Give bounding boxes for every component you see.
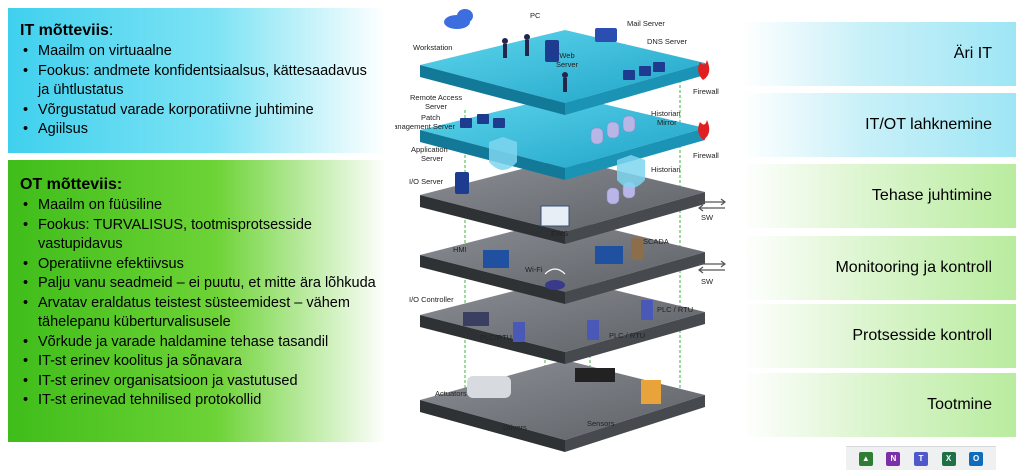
ot-bullet-list: Maailm on füüsiline Fookus: TURVALISUS, … — [20, 196, 376, 411]
industrial-machinery-icon — [467, 368, 661, 404]
cloud-icon — [444, 9, 473, 29]
label-workstation: Workstation — [413, 43, 452, 52]
label-sensors: Sensors — [587, 419, 615, 428]
level-process-control: Protsesside kontroll — [742, 304, 1016, 368]
level-monitoring-control: Monitooring ja kontroll — [742, 236, 1016, 300]
list-item: Fookus: andmete konfidentsiaalsus, kätte… — [20, 62, 376, 101]
layer-production — [420, 360, 705, 452]
list-item: IT-st erinev organisatsioon ja vastutuse… — [20, 372, 376, 392]
list-item: Võrgustatud varade korporatiivne juhtimi… — [20, 101, 376, 121]
label-actuators: Actuators — [435, 389, 467, 398]
label-wifi: Wi-Fi — [525, 265, 543, 274]
list-item: Fookus: TURVALISUS, tootmisprotsesside v… — [20, 216, 376, 255]
label-io-server: I/O Server — [409, 177, 444, 186]
app-icon-green[interactable]: ▲ — [858, 451, 873, 466]
list-item: IT-st erinevad tehnilised protokollid — [20, 391, 376, 411]
list-item: Operatiivne efektiivsus — [20, 255, 376, 275]
level-plant-management: Tehase juhtimine — [742, 164, 1016, 228]
label-sw-2: SW — [701, 277, 714, 286]
list-item: Agiilsus — [20, 120, 376, 140]
list-item: Arvatav eraldatus teistest süsteemidest … — [20, 294, 376, 333]
list-item: Võrkude ja varade haldamine tehase tasan… — [20, 333, 376, 353]
firewall-icon — [698, 60, 710, 140]
list-item: Palju vanu seadmeid – ei puutu, et mitte… — [20, 274, 376, 294]
level-it-ot-divergence: IT/OT lahknemine — [742, 93, 1016, 157]
label-mail-server: Mail Server — [627, 19, 665, 28]
label-plc-rtu-3: PLC / RTU — [657, 305, 693, 314]
label-scada: SCADA — [643, 237, 669, 246]
server-rack-icons — [455, 28, 665, 194]
it-bullet-list: Maailm on virtuaalne Fookus: andmete kon… — [20, 42, 376, 140]
layer-monitoring — [420, 218, 705, 304]
security-shield-icon — [489, 137, 645, 188]
label-sw-1: SW — [701, 213, 714, 222]
label-patch-management-server: PatchManagement Server — [395, 113, 455, 131]
ews-monitor-icon — [540, 205, 570, 227]
teams-icon[interactable]: T — [913, 451, 928, 466]
layer-process-control — [420, 278, 705, 364]
outlook-icon[interactable]: O — [969, 451, 984, 466]
ot-mindset-panel: OT mõtteviis: Maailm on füüsiline Fookus… — [8, 160, 386, 442]
label-dns-server: DNS Server — [647, 37, 688, 46]
label-historian: Historian — [651, 165, 681, 174]
label-drivers: Drivers — [503, 423, 527, 432]
plc-rtu-icons — [463, 300, 653, 342]
label-io-controller: I/O Controller — [409, 295, 454, 304]
onenote-icon[interactable]: N — [886, 451, 901, 466]
level-business-it: Äri IT — [742, 22, 1016, 86]
it-panel-title: IT mõtteviis: — [20, 22, 114, 39]
taskbar: ▲ N T X O — [846, 446, 996, 470]
wifi-router-icon — [544, 268, 566, 290]
label-hmi: HMI — [453, 245, 467, 254]
list-item: Maailm on virtuaalne — [20, 42, 376, 62]
layer-business-it — [420, 30, 705, 115]
list-item: IT-st erinev koolitus ja sõnavara — [20, 352, 376, 372]
list-item: Maailm on füüsiline — [20, 196, 376, 216]
label-firewall-1: Firewall — [693, 87, 719, 96]
architecture-diagram: Workstation PC Mail Server DNS Server We… — [395, 9, 726, 452]
excel-icon[interactable]: X — [941, 451, 956, 466]
people-icons — [502, 34, 568, 92]
label-firewall-2: Firewall — [693, 151, 719, 160]
label-plc-rtu-1: PLC/RTU — [480, 333, 512, 342]
label-plc-rtu-2: PLC / RTU — [609, 331, 645, 340]
it-mindset-panel: IT mõtteviis: Maailm on virtuaalne Fooku… — [8, 8, 386, 153]
level-production: Tootmine — [742, 373, 1016, 437]
label-ews: EWS — [551, 229, 568, 238]
hmi-scada-icons — [483, 238, 643, 268]
sw-arrows-icon — [698, 198, 726, 274]
label-pc: PC — [530, 11, 541, 20]
ot-panel-title: OT mõtteviis: — [20, 176, 123, 193]
